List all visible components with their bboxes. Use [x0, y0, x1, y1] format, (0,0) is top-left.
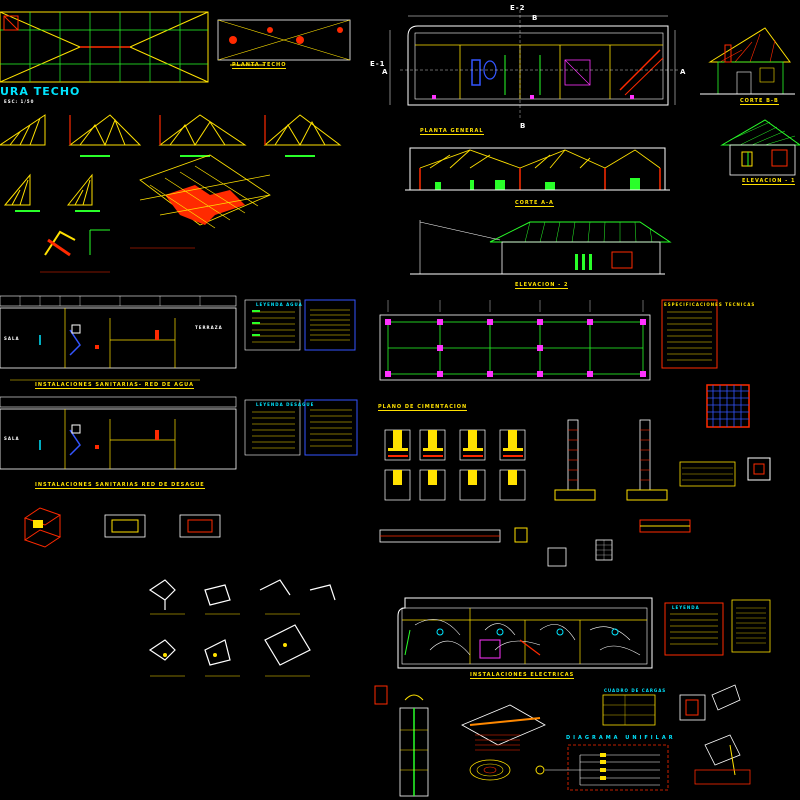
- ridge-plan: [217, 19, 351, 66]
- load-table: [602, 694, 656, 726]
- electrical-legend-title: LEYENDA: [672, 605, 700, 610]
- electrical-legend: [664, 599, 771, 656]
- drain-legend-title: LEYENDA DESAGUE: [256, 402, 315, 407]
- ridge-plan-title: PLANTA TECHO: [232, 62, 287, 69]
- axis-b-top-label: B: [532, 14, 539, 22]
- sanitary-drain-plan: [0, 396, 237, 470]
- elevation-2-title: ELEVACION - 2: [515, 282, 569, 289]
- steel-connection-details: [148, 579, 336, 666]
- specs-table: [661, 299, 718, 369]
- truss-elevations: [0, 114, 342, 206]
- room-sala-1: SALA: [4, 336, 20, 341]
- load-table-title: CUADRO DE CARGAS: [604, 688, 667, 693]
- ground-well-detail: [461, 704, 546, 781]
- sanitary-drain-title: INSTALACIONES SANITARIAS RED DE DESAGUE: [35, 482, 205, 489]
- foundation-plan: [379, 300, 651, 381]
- axis-e2-label: E-2: [510, 4, 526, 12]
- section-aa-title: CORTE A-A: [515, 200, 554, 207]
- footing-sections: [384, 429, 526, 501]
- spec-title: ESPECIFICACIONES TECNICAS: [664, 302, 756, 307]
- section-bb-title: CORTE B-B: [740, 98, 779, 105]
- plan-general-title: PLANTA GENERAL: [420, 128, 484, 135]
- axis-b-bottom-label: B: [520, 122, 527, 130]
- footing-grid-detail: [706, 384, 750, 428]
- axis-a-right-label: A: [680, 68, 687, 76]
- axis-a-left-label: A: [382, 68, 389, 76]
- elevation-1-title: ELEVACION - 1: [742, 178, 796, 185]
- electrical-plan: [397, 597, 653, 669]
- elevation-1-drawing: [720, 119, 800, 176]
- roof-structure-title: URA TECHO: [0, 85, 81, 98]
- drain-legend: [244, 399, 358, 456]
- roof-structure-plan: [0, 11, 209, 83]
- room-sala-2: SALA: [4, 436, 20, 441]
- room-terraza: TERRAZA: [195, 325, 223, 330]
- foundation-plan-title: PLANO DE CIMENTACION: [378, 404, 468, 411]
- axis-e1-label: E-1: [370, 60, 386, 68]
- single-line-diagram-drawing: [535, 744, 669, 791]
- column-details: [554, 419, 771, 501]
- panel-board-detail: [679, 684, 751, 785]
- drain-details: [23, 507, 221, 548]
- sanitary-water-plan: [0, 295, 237, 381]
- sanitary-water-title: INSTALACIONES SANITARIAS- RED DE AGUA: [35, 382, 194, 389]
- beam-detail: [379, 519, 691, 567]
- electrical-title: INSTALACIONES ELECTRICAS: [470, 672, 575, 679]
- elevation-2-drawing: [410, 220, 672, 275]
- roof-isometric: [130, 154, 271, 249]
- electrical-riser-detail: [374, 685, 429, 797]
- section-right-top: [700, 27, 795, 95]
- truss-connection-detail: [40, 229, 110, 273]
- floor-plan-general: [389, 10, 680, 120]
- section-aa-drawing: [405, 147, 670, 191]
- water-legend-title: LEYENDA AGUA: [256, 302, 303, 307]
- single-line-title: DIAGRAMA UNIFILAR: [566, 735, 676, 741]
- roof-structure-scale: ESC: 1/50: [4, 99, 35, 104]
- water-legend: [244, 299, 356, 351]
